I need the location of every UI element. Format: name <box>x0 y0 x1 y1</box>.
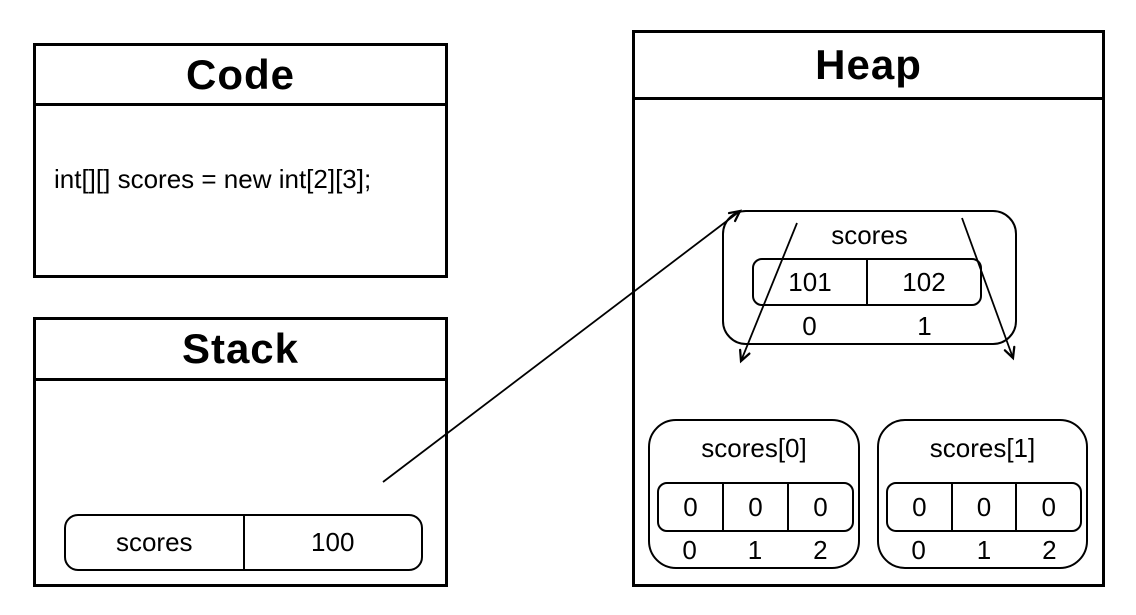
array-cell: 0 <box>1015 484 1080 530</box>
array-index: 0 <box>911 535 926 565</box>
variable-name: scores <box>66 516 245 569</box>
code-statement: int[][] scores = new int[2][3]; <box>54 164 372 194</box>
array-index: 0 <box>682 535 697 565</box>
stack-panel: Stack scores 100 <box>33 317 448 587</box>
array-cell: 0 <box>950 484 1016 530</box>
array-index: 1 <box>747 535 763 565</box>
heap-object-scores-0-cells: 0 0 0 <box>657 482 854 532</box>
array-cell: 0 <box>722 484 787 530</box>
heap-object-scores-0-label: scores[0] <box>701 433 807 463</box>
variable-value: 100 <box>311 527 355 557</box>
array-index: 1 <box>917 311 932 341</box>
stack-panel-title: Stack <box>36 320 445 381</box>
heap-object-scores-0: scores[0] 0 0 0 0 1 2 <box>648 419 860 569</box>
heap-panel-title: Heap <box>635 33 1102 100</box>
array-cell: 0 <box>787 484 852 530</box>
heap-object-scores: scores 101 102 0 1 <box>722 210 1017 345</box>
array-cell: 0 <box>683 491 698 522</box>
array-index: 1 <box>976 535 992 565</box>
stack-variable-scores: scores 100 <box>64 514 423 571</box>
array-cell: 101 <box>788 266 832 297</box>
array-cell: 102 <box>866 260 980 304</box>
heap-object-scores-cells: 101 102 <box>752 258 982 306</box>
code-panel-title: Code <box>36 46 445 106</box>
code-panel: Code int[][] scores = new int[2][3]; <box>33 43 448 278</box>
array-index: 2 <box>1042 535 1057 565</box>
array-cell: 0 <box>912 491 927 522</box>
array-index: 2 <box>813 535 828 565</box>
heap-object-scores-1: scores[1] 0 0 0 0 1 2 <box>877 419 1088 569</box>
heap-object-scores-1-cells: 0 0 0 <box>886 482 1082 532</box>
heap-object-scores-1-indices: 0 1 2 <box>886 535 1082 566</box>
heap-object-scores-1-label: scores[1] <box>929 433 1036 463</box>
heap-object-scores-indices: 0 1 <box>752 311 982 342</box>
heap-object-scores-label: scores <box>831 220 908 250</box>
heap-object-scores-0-indices: 0 1 2 <box>657 535 853 566</box>
heap-panel: Heap scores 101 102 0 1 scores[0] 0 0 0 <box>632 30 1105 587</box>
array-index: 0 <box>802 311 817 341</box>
